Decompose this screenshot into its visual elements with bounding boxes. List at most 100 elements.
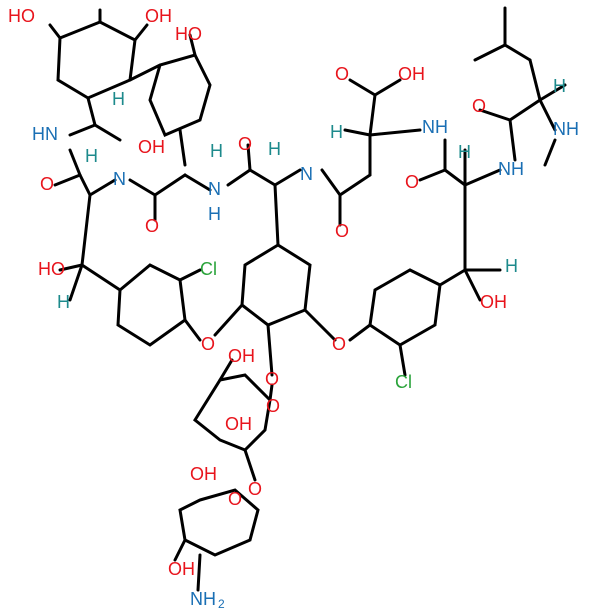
atom-label-o-right-amide: O — [405, 172, 419, 192]
bond — [343, 128, 372, 137]
bond — [68, 148, 82, 177]
atom-label-nh-left: HN — [32, 124, 58, 144]
atom-label-o-ether-left: O — [201, 334, 215, 354]
atom-label-h-top-left: H — [112, 89, 125, 109]
bond — [213, 303, 244, 337]
atom-label-cooh-oh: OH — [398, 64, 425, 84]
bond — [528, 58, 542, 102]
bond — [193, 373, 272, 452]
bond — [116, 263, 187, 347]
bond — [248, 168, 277, 187]
bond — [80, 263, 122, 292]
bond — [320, 168, 342, 197]
atom-label-cooh-oh-left: OH — [138, 137, 165, 157]
bond — [188, 33, 197, 57]
bond — [243, 448, 257, 482]
atom-label-h-asp: H — [330, 122, 343, 142]
atom-label-nh-n: N — [208, 179, 221, 199]
bond — [478, 108, 512, 122]
bond — [508, 98, 542, 122]
bond — [273, 183, 280, 247]
bond — [56, 20, 137, 100]
bond — [133, 23, 149, 42]
atom-label-oh-sugar-1: OH — [225, 414, 252, 434]
bond — [538, 83, 567, 102]
bond — [178, 488, 260, 557]
bond — [226, 168, 252, 187]
atom-label-h-mid-2: H — [210, 141, 223, 161]
atom-label-nh-right: NH — [422, 117, 448, 137]
bond — [266, 323, 274, 377]
atom-label-h-left-2: H — [85, 146, 98, 166]
bond — [473, 43, 507, 62]
bond — [368, 268, 467, 347]
atom-label-h-right-2: H — [505, 256, 518, 276]
atom-label-o-ether-right: O — [332, 334, 346, 354]
atom-label-nh2: NH — [190, 589, 216, 609]
bonds — [48, 6, 567, 592]
atom-label-ho-left: HO — [38, 259, 65, 279]
atom-label-oh-ring-right: OH — [145, 6, 172, 26]
atom-label-h-left-3: H — [57, 292, 70, 312]
bond — [173, 538, 187, 562]
bond — [88, 178, 117, 197]
atom-label-h-right: H — [458, 142, 471, 162]
bond — [443, 168, 467, 187]
atom-label-oh-right: OH — [480, 292, 507, 312]
bond — [178, 268, 202, 282]
atom-label-n-center: N — [300, 164, 313, 184]
atom-label-oh-phenol-top: HO — [175, 24, 202, 44]
bond — [93, 123, 122, 142]
bond — [463, 268, 482, 302]
atom-label-n-left-2: N — [113, 169, 126, 189]
bond — [86, 96, 97, 127]
bond — [538, 98, 557, 132]
bond — [183, 173, 212, 192]
bond — [543, 138, 557, 167]
bond — [80, 193, 92, 267]
atom-label-nh-h: H — [208, 204, 221, 224]
bond — [78, 173, 92, 197]
bond — [418, 168, 447, 182]
bond — [218, 358, 234, 382]
atom-label-cl-left: Cl — [200, 259, 217, 279]
atom-label-o-glyco-2: O — [248, 479, 262, 499]
atom-label-oh-sugar-2: OH — [190, 464, 217, 484]
bond — [240, 243, 312, 327]
bond — [128, 178, 157, 197]
atom-label-oh-sugar2: OH — [168, 559, 195, 579]
atom-label-o-sugar-ring: O — [266, 396, 280, 416]
atom-label-o-top-amide: O — [238, 134, 252, 154]
bond — [58, 263, 84, 272]
atom-label-oh-ring-left: HO — [8, 6, 35, 26]
bond — [508, 118, 517, 162]
bond — [503, 43, 532, 62]
bond — [48, 23, 62, 40]
bond — [373, 78, 402, 97]
bond — [246, 143, 252, 172]
atom-label-cooh-o: O — [335, 64, 349, 84]
bond — [178, 128, 187, 167]
atom-label-oh-sugar-ch2: OH — [228, 346, 255, 366]
bond — [348, 323, 372, 342]
bond — [196, 553, 202, 592]
atom-label-o-leu: O — [472, 96, 486, 116]
bond — [338, 173, 372, 197]
atom-label-h-leu: H — [553, 76, 566, 96]
bond — [183, 318, 202, 342]
atom-label-o-sugar2-ring: O — [228, 489, 242, 509]
atom-label-nh2-sub: 2 — [218, 597, 225, 611]
atom-label-o-mid-amide: O — [145, 216, 159, 236]
bond — [348, 78, 377, 97]
bond — [303, 308, 337, 342]
atom-label-o-asp-amide: O — [335, 221, 349, 241]
bond — [463, 168, 502, 187]
bond — [128, 53, 212, 137]
bond — [53, 173, 82, 187]
bond — [273, 168, 302, 187]
atom-label-o-glyco: O — [265, 369, 279, 389]
bond — [368, 128, 422, 137]
